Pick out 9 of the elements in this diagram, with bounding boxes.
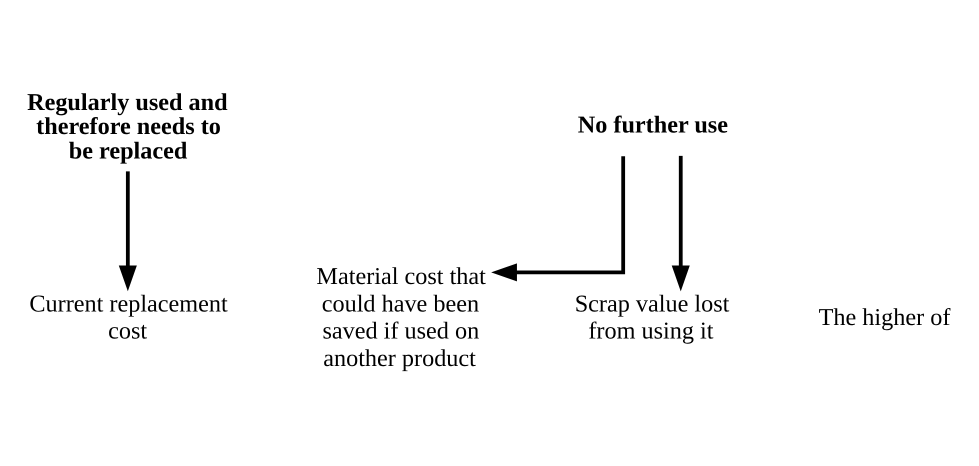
arrow (491, 156, 626, 282)
arrow (672, 156, 690, 292)
node-text: Current replacement cost (29, 290, 228, 345)
node-text: Regularly used and therefore needs to be replaced (27, 88, 228, 164)
label: The higher of (818, 304, 950, 332)
node-text: No further use (578, 112, 728, 139)
arrow (118, 171, 137, 292)
node-text: Scrap value lost from using it (574, 290, 730, 345)
node-text: Material cost that could have been saved if used on another product (316, 263, 486, 372)
